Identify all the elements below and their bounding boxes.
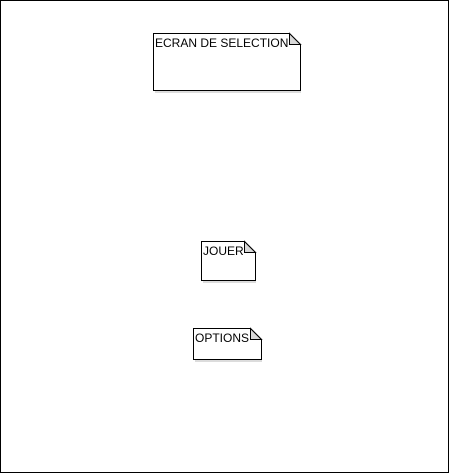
note-shape bbox=[153, 32, 302, 93]
note-label: ECRAN DE SELECTION bbox=[155, 36, 289, 50]
note-label: JOUER bbox=[203, 244, 244, 258]
note-jouer[interactable]: JOUER bbox=[201, 240, 257, 283]
note-options[interactable]: OPTIONS bbox=[193, 327, 263, 362]
note-shape bbox=[201, 240, 257, 283]
note-label: OPTIONS bbox=[195, 331, 250, 345]
note-ecran-de-selection[interactable]: ECRAN DE SELECTION bbox=[153, 32, 302, 93]
note-shape bbox=[193, 327, 263, 362]
